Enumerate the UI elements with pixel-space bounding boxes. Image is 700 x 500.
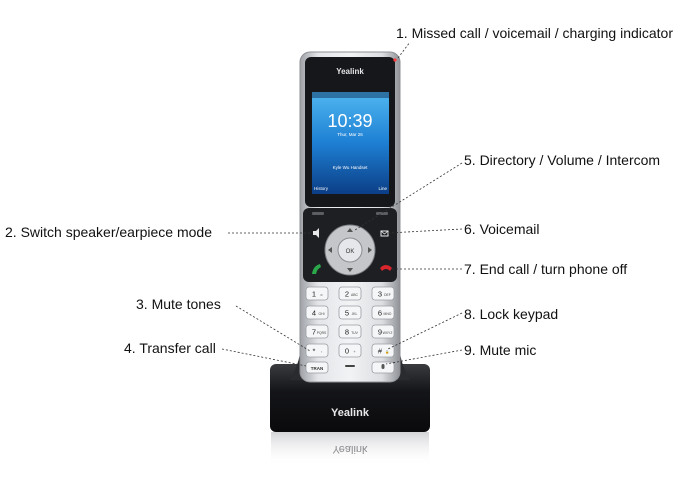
key-star[interactable] bbox=[305, 343, 329, 358]
leader-3 bbox=[235, 305, 311, 352]
key-letters: PQRS bbox=[317, 331, 327, 335]
key-digit: 3 bbox=[378, 290, 382, 299]
callout-5: 5. Directory / Volume / Intercom bbox=[464, 152, 661, 168]
key-letters: JKL bbox=[352, 312, 358, 316]
base-reflection bbox=[271, 432, 429, 466]
leader-9 bbox=[385, 349, 463, 365]
key-1[interactable] bbox=[305, 286, 329, 301]
leader-lines bbox=[221, 41, 463, 367]
handset-logo: Yealink bbox=[336, 67, 364, 76]
key-digit: 7 bbox=[312, 328, 316, 337]
callout-2: 2. Switch speaker/earpiece mode bbox=[5, 224, 212, 240]
microphone-slot bbox=[345, 365, 355, 367]
clock-time: 10:39 bbox=[327, 111, 372, 131]
envelope-icon[interactable] bbox=[380, 230, 389, 237]
base-reflection-logo: Yealink bbox=[332, 443, 368, 455]
indicator-led bbox=[393, 58, 397, 62]
softkey-left[interactable] bbox=[312, 212, 324, 215]
key-8[interactable] bbox=[338, 324, 362, 339]
speaker-icon[interactable] bbox=[313, 228, 319, 238]
status-bar bbox=[312, 92, 389, 98]
transfer-label: TRAN bbox=[311, 366, 324, 371]
clock-date: Thur, Mar 26 bbox=[337, 132, 363, 137]
call-green-icon[interactable] bbox=[312, 264, 321, 274]
softkey-label-left: History bbox=[314, 186, 329, 191]
handset-name: Kyle Wu Handset bbox=[333, 165, 368, 170]
transfer-button[interactable] bbox=[305, 361, 329, 374]
key-letters: ↑ bbox=[321, 350, 323, 354]
key-digit: 5 bbox=[345, 309, 349, 318]
key-letters: TUV bbox=[351, 331, 359, 335]
key-9[interactable] bbox=[371, 324, 395, 339]
key-6[interactable] bbox=[371, 305, 395, 320]
handset-screen bbox=[312, 92, 389, 194]
key-letters: + bbox=[354, 350, 356, 354]
softkey-right[interactable] bbox=[376, 212, 388, 215]
ok-label: OK bbox=[346, 249, 355, 255]
key-digit: 8 bbox=[345, 328, 349, 337]
key-digit: 4 bbox=[312, 309, 316, 318]
key-letters: GHI bbox=[318, 312, 324, 316]
key-letters: 🔒 bbox=[385, 350, 389, 354]
key-digit: * bbox=[313, 347, 316, 356]
key-letters: ABC bbox=[351, 293, 359, 297]
callout-1: 1. Missed call / voicemail / charging in… bbox=[396, 25, 674, 41]
nav-down-arrow-icon bbox=[347, 268, 353, 272]
key-letters: MNO bbox=[384, 312, 392, 316]
leader-5 bbox=[354, 162, 463, 231]
key-digit: 1 bbox=[312, 290, 316, 299]
nav-left-arrow-icon bbox=[328, 247, 332, 253]
key-letters: ∞ bbox=[320, 293, 323, 297]
leader-4 bbox=[221, 348, 307, 367]
key-digit: 0 bbox=[345, 347, 349, 356]
key-letters: WXYZ bbox=[383, 331, 393, 335]
key-0[interactable] bbox=[338, 343, 362, 358]
leader-1 bbox=[397, 41, 411, 59]
key-digit: 6 bbox=[378, 309, 382, 318]
callout-3: 3. Mute tones bbox=[136, 296, 221, 312]
nav-right-arrow-icon bbox=[368, 247, 372, 253]
nav-up-arrow-icon bbox=[347, 228, 353, 232]
callout-7: 7. End call / turn phone off bbox=[464, 261, 628, 277]
key-2[interactable] bbox=[338, 286, 362, 301]
callout-9: 9. Mute mic bbox=[464, 342, 537, 358]
callout-4: 4. Transfer call bbox=[124, 340, 216, 356]
callout-8: 8. Lock keypad bbox=[464, 306, 559, 322]
key-7[interactable] bbox=[305, 324, 329, 339]
key-digit: # bbox=[378, 347, 383, 356]
mute-mic-icon bbox=[381, 364, 385, 369]
key-letters: DEF bbox=[384, 293, 391, 297]
ok-button[interactable] bbox=[337, 237, 363, 263]
end-call-red-icon[interactable] bbox=[380, 265, 392, 271]
leader-6 bbox=[387, 228, 463, 234]
key-digit: 9 bbox=[378, 328, 382, 337]
softkey-label-right: Line bbox=[378, 186, 387, 191]
envelope-icon-flap bbox=[380, 230, 389, 235]
key-digit: 2 bbox=[345, 290, 349, 299]
leader-8 bbox=[387, 312, 463, 350]
base-logo: Yealink bbox=[331, 407, 370, 419]
callout-6: 6. Voicemail bbox=[464, 221, 540, 237]
key-5[interactable] bbox=[338, 305, 362, 320]
key-hash[interactable] bbox=[371, 343, 395, 358]
key-3[interactable] bbox=[371, 286, 395, 301]
key-4[interactable] bbox=[305, 305, 329, 320]
